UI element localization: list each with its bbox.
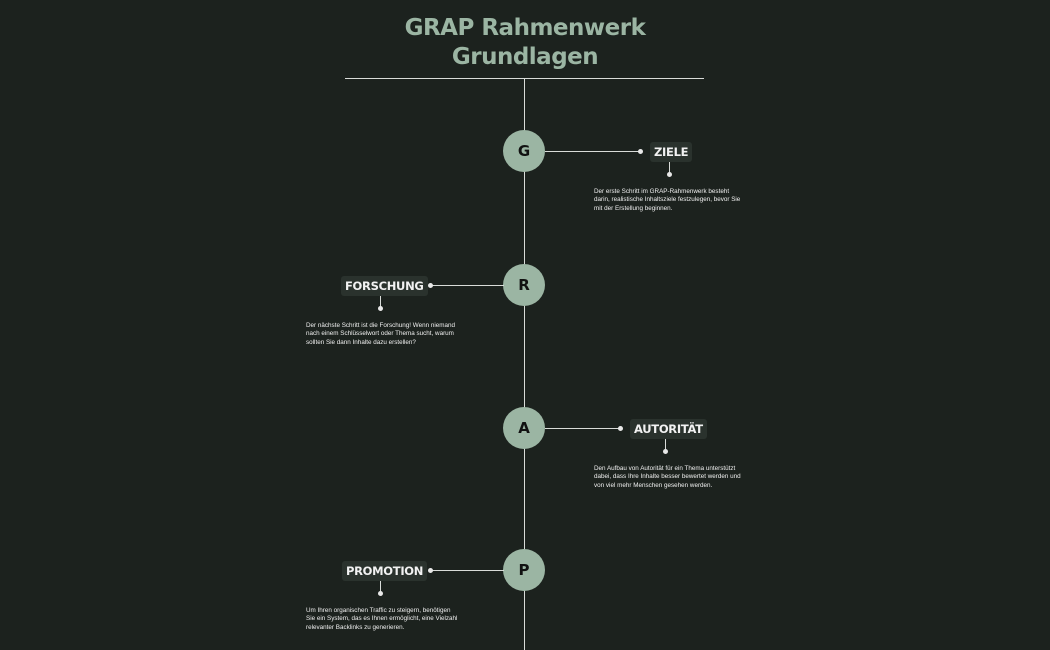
title-line-1: GRAP Rahmenwerk (404, 15, 646, 41)
stem-dot (378, 591, 383, 596)
node-p: P (503, 549, 545, 591)
timeline-axis (524, 79, 525, 650)
step-label-ziele: ZIELE (650, 142, 693, 162)
step-description-autoritaet: Den Aufbau von Autorität für ein Thema u… (594, 465, 741, 489)
step-label-forschung: FORSCHUNG (341, 276, 428, 296)
label-stem (665, 439, 666, 451)
stem-dot (378, 306, 383, 311)
connector-dot (638, 149, 643, 154)
connector-p (430, 570, 504, 571)
connector-g (545, 151, 641, 152)
connector-dot (618, 426, 623, 431)
stem-dot (667, 172, 672, 177)
stem-dot (663, 449, 668, 454)
node-a: A (503, 407, 545, 449)
step-description-ziele: Der erste Schritt im GRAP-Rahmenwerk bes… (594, 188, 741, 212)
title-divider (345, 78, 704, 79)
node-r: R (503, 264, 545, 306)
step-description-forschung: Der nächste Schritt ist die Forschung! W… (306, 322, 455, 346)
connector-dot (428, 568, 433, 573)
diagram-title: GRAP Rahmenwerk Grundlagen (340, 14, 710, 72)
step-label-autoritaet: AUTORITÄT (630, 419, 707, 439)
node-g: G (503, 130, 545, 172)
label-stem (669, 162, 670, 174)
step-label-promotion: PROMOTION (342, 561, 428, 581)
label-stem (380, 581, 381, 593)
connector-a (545, 428, 621, 429)
title-line-2: Grundlagen (451, 44, 599, 70)
label-stem (380, 296, 381, 308)
connector-r (430, 285, 504, 286)
connector-dot (428, 283, 433, 288)
step-description-promotion: Um Ihren organischen Traffic zu steigern… (306, 607, 458, 631)
